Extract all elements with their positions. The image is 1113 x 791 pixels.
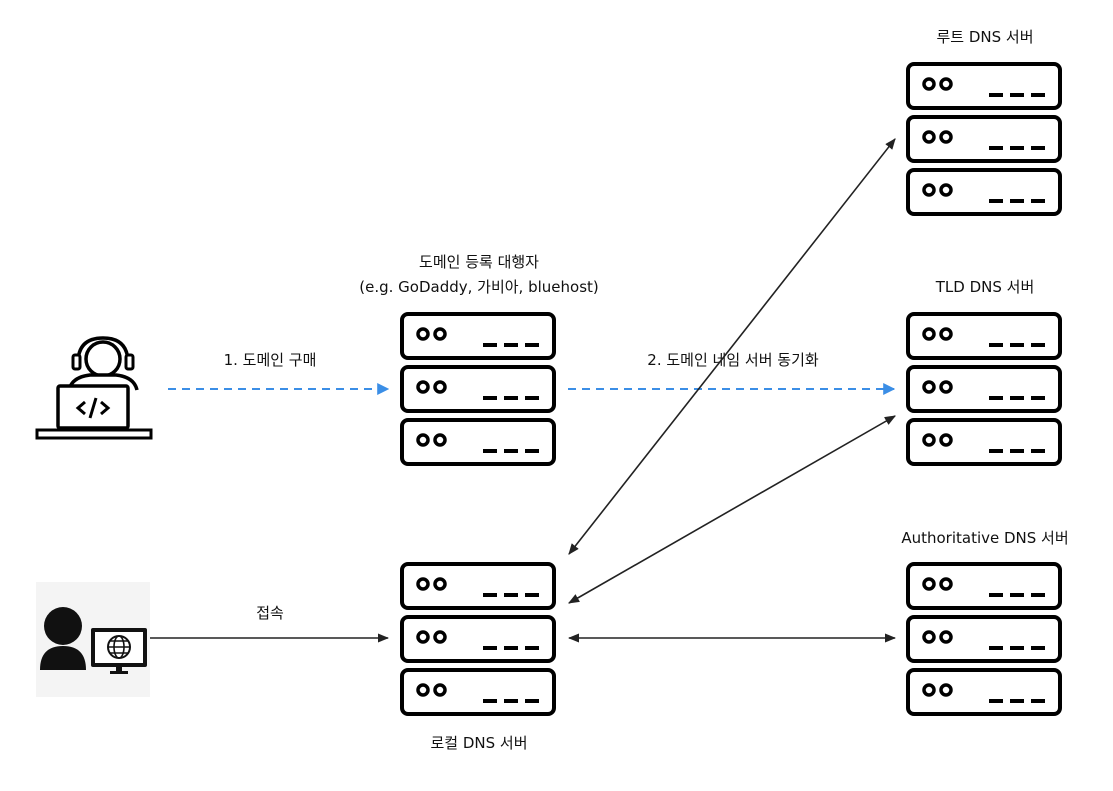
- sync-label: 2. 도메인 네임 서버 동기화: [647, 351, 819, 369]
- registrar-label-line2: (e.g. GoDaddy, 가비아, bluehost): [359, 278, 599, 296]
- user-with-monitor-icon: [36, 582, 150, 697]
- registrar-server: [400, 312, 556, 466]
- local-tld-arrow: [568, 415, 896, 604]
- tld-dns-server: [906, 312, 1062, 466]
- registrar-label-line1: 도메인 등록 대행자: [419, 253, 539, 271]
- authoritative-dns-server: [906, 562, 1062, 716]
- tld-server-label: TLD DNS 서버: [935, 278, 1035, 296]
- authoritative-server-label: Authoritative DNS 서버: [901, 529, 1068, 547]
- root-server-label: 루트 DNS 서버: [936, 28, 1033, 46]
- local-server-label: 로컬 DNS 서버: [430, 734, 527, 752]
- purchase-label: 1. 도메인 구매: [224, 351, 317, 369]
- local-dns-server: [400, 562, 556, 716]
- developer-laptop-icon: [35, 336, 153, 440]
- root-dns-server: [906, 62, 1062, 216]
- local-root-arrow: [568, 138, 896, 555]
- access-label: 접속: [256, 604, 284, 622]
